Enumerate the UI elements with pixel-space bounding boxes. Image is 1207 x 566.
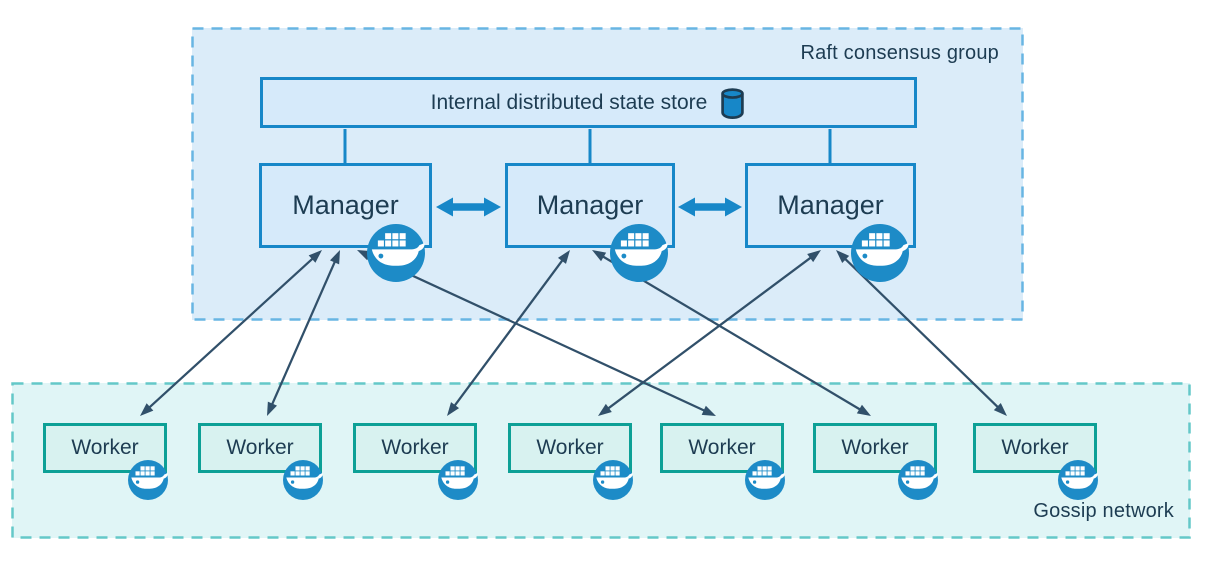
docker-icon xyxy=(610,224,668,282)
worker-node: Worker xyxy=(973,423,1097,473)
worker-label: Worker xyxy=(1001,436,1069,459)
state-store-label: Internal distributed state store xyxy=(430,90,708,114)
worker-node: Worker xyxy=(198,423,322,473)
manager-worker-arrow xyxy=(836,250,1007,416)
worker-label: Worker xyxy=(688,436,756,459)
worker-node: Worker xyxy=(353,423,477,473)
worker-label: Worker xyxy=(226,436,294,459)
docker-icon xyxy=(367,224,425,282)
docker-icon xyxy=(1058,460,1098,500)
docker-icon xyxy=(851,224,909,282)
gossip-group-border xyxy=(11,382,1191,539)
worker-label: Worker xyxy=(841,436,909,459)
manager-worker-arrow xyxy=(447,250,570,416)
manager-node: Manager xyxy=(505,163,675,248)
state-store: Internal distributed state store xyxy=(260,77,917,128)
manager-node: Manager xyxy=(745,163,916,248)
manager-worker-arrow xyxy=(592,250,871,416)
manager-label: Manager xyxy=(292,190,399,220)
worker-label: Worker xyxy=(71,436,139,459)
worker-node: Worker xyxy=(660,423,784,473)
manager-worker-arrow xyxy=(598,250,821,416)
manager-worker-arrow xyxy=(140,250,322,416)
manager-manager-arrow xyxy=(678,197,742,217)
worker-node: Worker xyxy=(43,423,167,473)
docker-icon xyxy=(898,460,938,500)
manager-manager-arrow xyxy=(436,197,501,217)
docker-icon xyxy=(438,460,478,500)
worker-node: Worker xyxy=(813,423,937,473)
manager-worker-arrow xyxy=(267,250,340,416)
worker-node: Worker xyxy=(508,423,632,473)
worker-label: Worker xyxy=(381,436,449,459)
manager-label: Manager xyxy=(536,190,644,220)
docker-icon xyxy=(745,460,785,500)
manager-label: Manager xyxy=(777,190,884,220)
docker-icon xyxy=(283,460,323,500)
gossip-group-label: Gossip network xyxy=(1033,500,1174,522)
docker-icon xyxy=(128,460,168,500)
database-icon xyxy=(719,87,746,120)
manager-node: Manager xyxy=(259,163,432,248)
raft-group-border xyxy=(191,27,1024,321)
docker-icon xyxy=(593,460,633,500)
raft-group-label: Raft consensus group xyxy=(800,42,999,64)
worker-label: Worker xyxy=(536,436,604,459)
